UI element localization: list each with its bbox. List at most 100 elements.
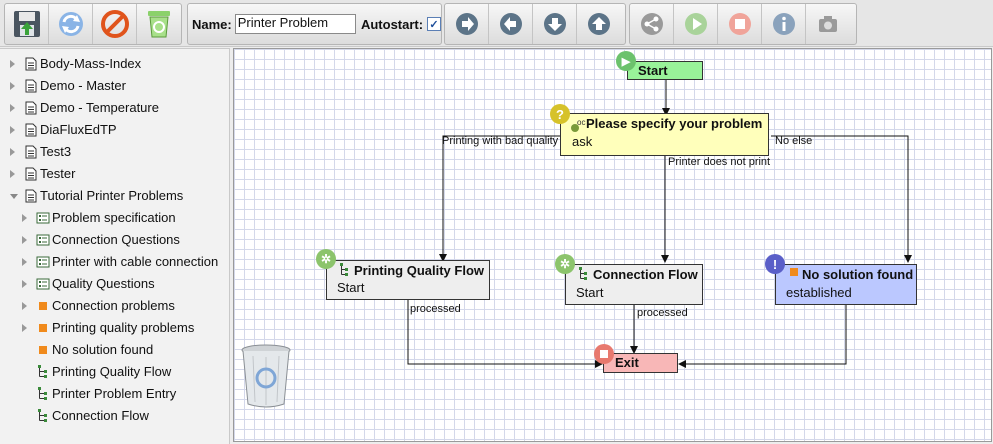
solution-icon	[39, 346, 47, 354]
connection-flow-title: Connection Flow	[593, 267, 698, 282]
share-button[interactable]	[630, 4, 674, 44]
questionnaire-icon	[36, 256, 50, 268]
expand-arrow-icon[interactable]	[10, 60, 15, 68]
tree-item[interactable]: Printer Problem Entry	[0, 383, 228, 405]
tree-item-label: Problem specification	[52, 210, 176, 225]
flow-canvas[interactable]: Start ▶ Please specify your problem ask …	[233, 48, 992, 442]
expand-arrow-icon[interactable]	[22, 214, 27, 222]
refresh-button[interactable]	[49, 4, 93, 44]
tree-item[interactable]: Quality Questions	[0, 273, 228, 295]
recycle-icon	[148, 11, 170, 38]
edge-bad-quality	[439, 135, 560, 262]
tree-item[interactable]: Problem specification	[0, 207, 228, 229]
subflow-gear-icon: ✲	[555, 254, 575, 274]
recycle-button[interactable]	[137, 4, 181, 44]
expand-arrow-icon[interactable]	[22, 280, 27, 288]
tree-item[interactable]: Test3	[0, 141, 228, 163]
flow-tree-icon	[579, 267, 587, 280]
exit-node[interactable]: Exit	[603, 353, 678, 373]
expand-arrow-icon[interactable]	[10, 104, 15, 112]
tree-item[interactable]: Connection problems	[0, 295, 228, 317]
stop-button[interactable]	[718, 4, 762, 44]
toolbar: Name: Printer Problem Entry Autostart: ✓	[0, 0, 993, 47]
tree-item[interactable]: Demo - Master	[0, 75, 228, 97]
tree-item-label: Connection Flow	[52, 408, 149, 423]
flow-edges	[407, 80, 912, 368]
question-node[interactable]: Please specify your problem ask	[560, 113, 769, 156]
connection-flow-node[interactable]: Connection Flow Start	[565, 264, 703, 305]
questionnaire-icon	[36, 212, 50, 224]
questionnaire-icon	[36, 234, 50, 246]
name-input[interactable]: Printer Problem Entry	[234, 14, 356, 34]
tree-item[interactable]: Tutorial Printer Problems	[0, 185, 228, 207]
question-mark-icon: ?	[550, 104, 570, 124]
camera-button[interactable]	[806, 4, 850, 44]
share-icon	[640, 13, 663, 35]
start-node[interactable]: Start	[627, 61, 703, 80]
edge-label-processed: processed	[637, 307, 688, 319]
arrow-down-icon	[543, 13, 566, 35]
edge-label-processed: processed	[410, 303, 461, 315]
no-solution-node[interactable]: No solution found established	[775, 264, 917, 305]
tree-item[interactable]: Demo - Temperature	[0, 97, 228, 119]
save-icon	[13, 11, 40, 37]
edge-label-bad-quality: Printing with bad quality	[442, 135, 559, 147]
start-play-icon: ▶	[616, 51, 636, 71]
tree-item-label: Printer with cable connection	[52, 254, 219, 269]
arrow-up-button[interactable]	[577, 4, 621, 44]
expand-arrow-icon[interactable]	[22, 302, 27, 310]
questionnaire-icon	[36, 278, 50, 290]
tree-item[interactable]: Connection Questions	[0, 229, 228, 251]
expand-arrow-icon[interactable]	[10, 82, 15, 90]
action-button-group	[629, 3, 857, 45]
edge-nosolution-exit	[678, 305, 847, 368]
document-icon	[25, 123, 37, 137]
tree-item[interactable]: No solution found	[0, 339, 228, 361]
flow-tree-icon	[340, 263, 348, 276]
expand-arrow-icon[interactable]	[22, 258, 27, 266]
arrow-left-icon	[499, 13, 522, 35]
tree-item-label: Quality Questions	[52, 276, 155, 291]
arrow-left-button[interactable]	[489, 4, 533, 44]
tree-item[interactable]: Connection Flow	[0, 405, 228, 427]
tree-item[interactable]: Printing quality problems	[0, 317, 228, 339]
file-button-group	[4, 3, 182, 45]
exit-node-label: Exit	[615, 355, 639, 370]
solution-icon	[39, 324, 47, 332]
start-node-label: Start	[638, 63, 668, 78]
tree-item[interactable]: Tester	[0, 163, 228, 185]
play-button[interactable]	[674, 4, 718, 44]
cancel-button[interactable]	[93, 4, 137, 44]
refresh-icon	[58, 12, 83, 36]
tree-item[interactable]: Body-Mass-Index	[0, 53, 228, 75]
document-icon	[25, 79, 37, 93]
oc-question-icon: oc	[571, 118, 585, 132]
arrow-right-button[interactable]	[445, 4, 489, 44]
printing-quality-flow-title: Printing Quality Flow	[354, 263, 484, 278]
info-icon	[772, 13, 795, 35]
flow-icon	[38, 365, 47, 378]
tree-item[interactable]: Printer with cable connection	[0, 251, 228, 273]
arrow-right-icon	[455, 13, 478, 35]
tree-item[interactable]: DiaFluxEdTP	[0, 119, 228, 141]
printing-quality-flow-node[interactable]: Printing Quality Flow Start	[326, 260, 490, 300]
autostart-checkbox[interactable]: ✓	[427, 17, 441, 31]
question-node-action: ask	[572, 134, 593, 149]
expand-arrow-icon[interactable]	[10, 126, 15, 134]
expand-arrow-icon[interactable]	[10, 170, 15, 178]
exclamation-icon: !	[765, 254, 785, 274]
expand-arrow-icon[interactable]	[22, 236, 27, 244]
trash-can-icon[interactable]	[238, 344, 294, 410]
collapse-arrow-icon[interactable]	[10, 194, 18, 199]
solution-icon	[39, 302, 47, 310]
save-button[interactable]	[5, 4, 49, 44]
expand-arrow-icon[interactable]	[10, 148, 15, 156]
edge-processed-1	[407, 300, 603, 368]
info-button[interactable]	[762, 4, 806, 44]
expand-arrow-icon[interactable]	[22, 324, 27, 332]
arrow-up-icon	[588, 13, 610, 35]
flow-icon	[38, 387, 47, 400]
document-icon	[25, 189, 37, 203]
arrow-down-button[interactable]	[533, 4, 577, 44]
tree-item[interactable]: Printing Quality Flow	[0, 361, 228, 383]
